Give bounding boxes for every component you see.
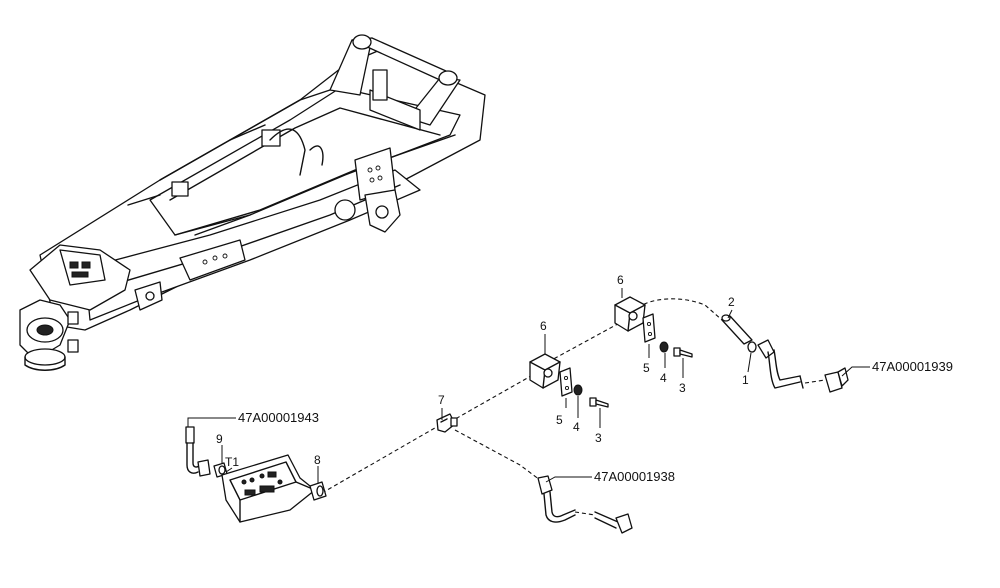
callout-2: 2 (728, 295, 735, 309)
part-number-labels: 47A00001939 47A00001943 47A00001938 (238, 359, 953, 484)
clamp-block-6b (614, 296, 646, 332)
hose-assembly-right (757, 339, 849, 393)
callout-3a: 3 (595, 431, 602, 445)
callout-4b: 4 (660, 371, 667, 385)
washer-4b (659, 341, 669, 353)
callout-labels: 6 6 2 1 5 4 3 5 4 3 7 8 9 T1 (216, 273, 749, 469)
hose-assembly-left (185, 426, 211, 477)
callout-6a: 6 (540, 319, 547, 333)
leader-lines (187, 288, 870, 484)
callout-4a: 4 (573, 420, 580, 434)
washer-4a (573, 384, 583, 396)
callout-9: 9 (216, 432, 223, 446)
part-number-hose-bottom: 47A00001938 (594, 469, 675, 484)
callout-t1: T1 (225, 455, 239, 469)
chassis-frame (19, 34, 486, 371)
callout-1: 1 (742, 373, 749, 387)
hose-assembly-bottom (537, 475, 633, 534)
tee-fitting-7 (436, 413, 458, 433)
callout-5b: 5 (643, 361, 650, 375)
hose-end-8 (309, 481, 327, 501)
clamp-plate-5b (642, 313, 656, 343)
o-ring-1 (747, 341, 757, 353)
callout-8: 8 (314, 453, 321, 467)
callout-6b: 6 (617, 273, 624, 287)
callout-3b: 3 (679, 381, 686, 395)
callout-5a: 5 (556, 413, 563, 427)
adapter-tube-2 (721, 314, 753, 345)
hose-routing-dashed (321, 298, 723, 494)
part-number-hose-left: 47A00001943 (238, 410, 319, 425)
callout-7: 7 (438, 393, 445, 407)
bolt-3b (673, 347, 693, 358)
clamp-block-6a (529, 353, 561, 389)
clamp-plate-5a (559, 367, 573, 397)
part-number-hose-right: 47A00001939 (872, 359, 953, 374)
control-panel (221, 454, 316, 523)
bolt-3a (589, 397, 609, 408)
